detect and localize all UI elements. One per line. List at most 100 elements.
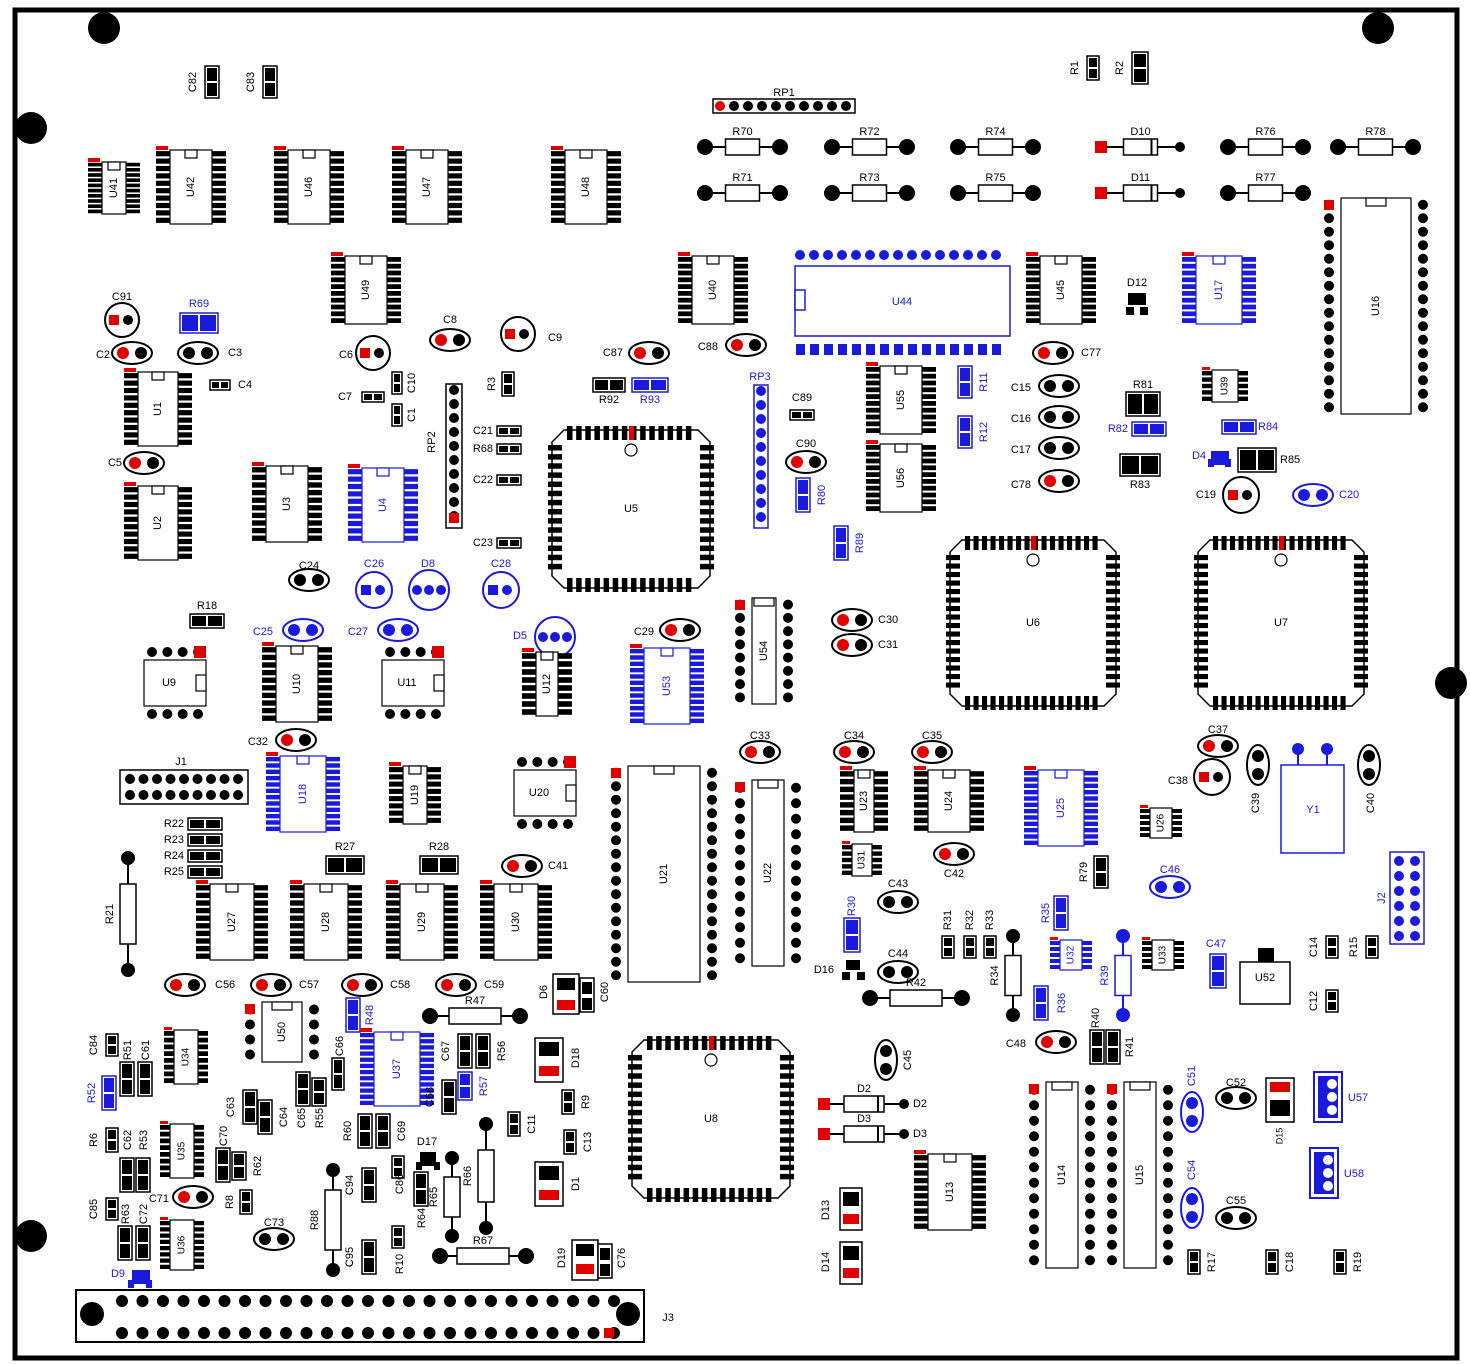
label-u46: U46 xyxy=(303,177,315,197)
label-u52: U52 xyxy=(1255,972,1275,984)
chip-u5: U5 xyxy=(548,426,714,592)
part-d13: D13 xyxy=(820,1187,863,1231)
label-d10: D10 xyxy=(1130,126,1150,138)
label-c18: C18 xyxy=(1284,1252,1296,1272)
label-r42: R42 xyxy=(906,977,926,989)
label-u19: U19 xyxy=(409,785,421,805)
chip-u34: U34 xyxy=(164,1027,208,1085)
label-r15: R15 xyxy=(1348,937,1360,957)
label-c17: C17 xyxy=(1011,444,1031,456)
part-c95: C95 xyxy=(344,1239,377,1275)
header-j2: J2 xyxy=(1376,851,1425,945)
label-r55: R55 xyxy=(314,1108,326,1128)
part-r77: R77 xyxy=(1220,172,1311,202)
part-c72: C72 xyxy=(135,1204,151,1261)
part-r19: R19 xyxy=(1333,1249,1364,1275)
label-r92: R92 xyxy=(599,394,619,406)
chip-u52: U52 xyxy=(1239,948,1291,1005)
part-c27: C27 xyxy=(348,618,419,642)
label-c94: C94 xyxy=(344,1175,356,1195)
label-u13: U13 xyxy=(944,1182,956,1202)
part-c28: C28 xyxy=(482,558,520,609)
part-c13: C13 xyxy=(563,1129,594,1155)
chip-u47: U47 xyxy=(392,146,462,225)
label-c60: C60 xyxy=(599,982,611,1002)
chip-u24: U24 xyxy=(914,766,984,833)
part-c66: C66 xyxy=(331,1036,346,1091)
label-c56: C56 xyxy=(215,979,235,991)
part-r80: R80 xyxy=(795,477,828,513)
part-c77: C77 xyxy=(1032,341,1101,365)
chip-u11: U11 xyxy=(381,646,445,719)
chip-u17: U17 xyxy=(1182,252,1256,325)
label-r80: R80 xyxy=(816,485,828,505)
part-c5: C5 xyxy=(108,451,165,475)
part-r78: R78 xyxy=(1330,126,1421,156)
label-r62: R62 xyxy=(252,1156,264,1176)
label-c51: C51 xyxy=(1186,1066,1198,1086)
label-c90: C90 xyxy=(796,438,816,450)
chip-u32: U32 xyxy=(1050,937,1092,971)
label-c21: C21 xyxy=(473,425,493,437)
part-r40: R40 xyxy=(1089,1008,1105,1065)
label-r65: R65 xyxy=(428,1187,440,1207)
chip-u45: U45 xyxy=(1026,252,1096,325)
part-d16: D16 xyxy=(814,960,865,980)
label-r69: R69 xyxy=(189,298,209,310)
label-c28: C28 xyxy=(491,558,511,570)
label-r40: R40 xyxy=(1090,1008,1102,1028)
label-u55: U55 xyxy=(895,390,907,410)
label-d6: D6 xyxy=(538,985,550,999)
label-r23: R23 xyxy=(164,834,184,846)
part-c71: C71 xyxy=(149,1185,214,1209)
chip-u31: U31 xyxy=(842,841,882,877)
label-d3: D3 xyxy=(857,1113,871,1125)
label-c82: C82 xyxy=(187,72,199,92)
part-d1: D1 xyxy=(534,1161,582,1207)
chip-u35: U35 xyxy=(160,1121,204,1179)
part-r47: R47 xyxy=(422,995,528,1025)
part-c52: C52 xyxy=(1215,1077,1257,1110)
label-c43: C43 xyxy=(888,878,908,890)
label-r72: R72 xyxy=(859,126,879,138)
label-u5: U5 xyxy=(624,503,638,515)
label-c46: C46 xyxy=(1160,864,1180,876)
part-c84: C84 xyxy=(88,1033,119,1057)
part-r76: R76 xyxy=(1220,126,1311,156)
part-r28: R28 xyxy=(419,841,459,875)
part-r89: R89 xyxy=(833,525,866,561)
label-u41: U41 xyxy=(108,178,120,198)
part-r42: R42 xyxy=(862,977,970,1007)
label-c20: C20 xyxy=(1339,489,1359,501)
part-c86: C86 xyxy=(391,1155,406,1194)
label-u12: U12 xyxy=(541,674,553,694)
label-c30: C30 xyxy=(878,614,898,626)
label-r68: R68 xyxy=(473,443,493,455)
label-r17: R17 xyxy=(1206,1252,1218,1272)
label-d16: D16 xyxy=(814,964,834,976)
part-c58: C58 xyxy=(341,973,410,997)
chip-u7: U7 xyxy=(1194,536,1368,710)
part-c82: C82 xyxy=(187,65,220,99)
part-c25: C25 xyxy=(253,618,324,642)
label-u56: U56 xyxy=(895,468,907,488)
chip-u29: U29 xyxy=(386,880,458,961)
label-c1: C1 xyxy=(406,408,418,422)
label-r76: R76 xyxy=(1255,126,1275,138)
label-c7: C7 xyxy=(338,391,352,403)
part-r93: R93 xyxy=(631,377,669,406)
part-r31: R31 xyxy=(941,910,955,959)
part-r22: R22 xyxy=(164,817,223,831)
label-d14: D14 xyxy=(820,1252,832,1272)
label-r18: R18 xyxy=(197,600,217,612)
chip-u50: U50 xyxy=(245,1001,319,1063)
label-r66: R66 xyxy=(462,1166,474,1186)
label-r73: R73 xyxy=(859,172,879,184)
label-r74: R74 xyxy=(985,126,1005,138)
chip-u56: U56 xyxy=(866,440,936,513)
label-u10: U10 xyxy=(291,674,303,694)
label-r36: R36 xyxy=(1056,993,1068,1013)
label-u26: U26 xyxy=(1156,813,1167,832)
part-c37: C37 xyxy=(1197,724,1239,758)
